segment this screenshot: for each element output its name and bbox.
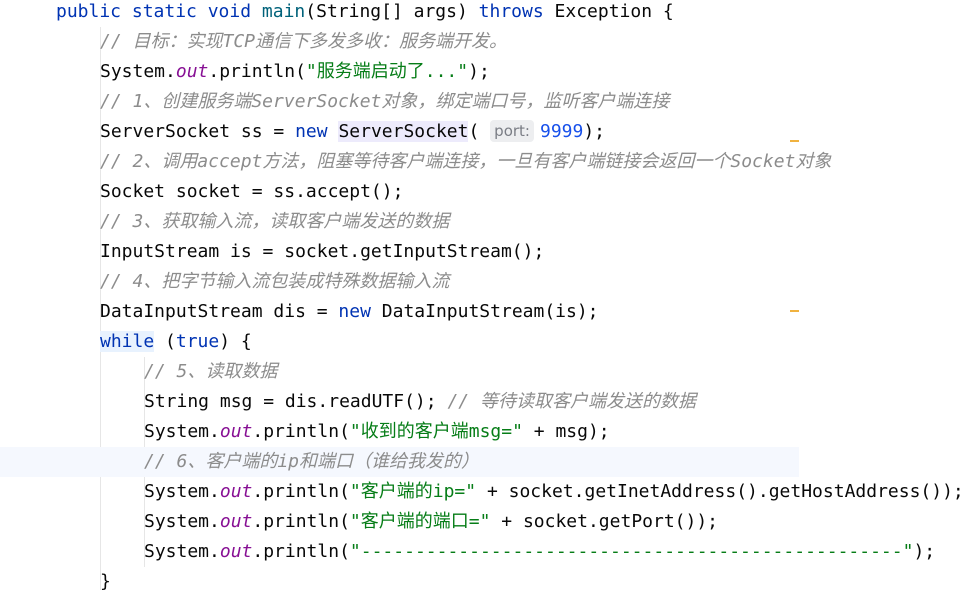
code-token: // 2、调用accept方法，阻塞等待客户端连接，一旦有客户端链接会返回一个S… [100, 151, 832, 172]
code-line[interactable]: // 3、获取输入流，读取客户端发送的数据 [0, 207, 449, 237]
code-line[interactable]: System.out.println("--------------------… [0, 537, 935, 567]
indent-guide [100, 27, 101, 590]
code-line[interactable]: // 5、读取数据 [0, 357, 277, 387]
code-token: out [219, 541, 253, 562]
parameter-hint: port: [490, 120, 534, 142]
code-token: "服务端启动了..." [305, 61, 469, 82]
code-token: + msg); [522, 421, 610, 442]
code-token: .println( [252, 481, 350, 502]
code-token: (String[] args) [305, 1, 479, 22]
code-token: ServerSocket ss = [100, 121, 296, 142]
code-token: throws [478, 1, 544, 22]
code-token: "收到的客户端msg=" [349, 421, 523, 442]
code-token: + socket.getPort()); [490, 511, 719, 532]
code-token: String msg = dis.readUTF(); [144, 391, 448, 412]
code-token: .println( [252, 541, 350, 562]
code-token: 9999 [539, 121, 584, 142]
code-line[interactable]: System.out.println("服务端启动了..."); [0, 57, 490, 87]
change-marker [790, 140, 799, 142]
code-token: out [219, 421, 253, 442]
code-line[interactable]: // 1、创建服务端ServerSocket对象，绑定端口号，监听客户端连接 [0, 87, 669, 117]
code-token: out [219, 481, 253, 502]
code-token: // 5、读取数据 [144, 361, 278, 382]
code-token: // 1、创建服务端ServerSocket对象，绑定端口号，监听客户端连接 [100, 91, 670, 112]
code-token: ( [154, 331, 176, 352]
code-line[interactable]: System.out.println("收到的客户端msg=" + msg); [0, 417, 610, 447]
code-line[interactable]: // 目标：实现TCP通信下多发多收：服务端开发。 [0, 27, 507, 57]
code-line[interactable]: String msg = dis.readUTF(); // 等待读取客户端发送… [0, 387, 696, 417]
code-token [328, 121, 339, 142]
code-token: .println( [252, 421, 350, 442]
code-line[interactable]: // 4、把字节输入流包装成特殊数据输入流 [0, 267, 449, 297]
code-token: .println( [208, 61, 306, 82]
code-token: System. [144, 481, 220, 502]
code-token: Socket socket = ss.accept(); [100, 181, 404, 202]
code-token: } [100, 571, 111, 592]
code-token: public static void [56, 1, 262, 22]
code-token: Exception { [543, 1, 674, 22]
code-line[interactable]: System.out.println("客户端的端口=" + socket.ge… [0, 507, 718, 537]
code-token: InputStream is = socket.getInputStream()… [100, 241, 545, 262]
code-token: out [219, 511, 253, 532]
code-line[interactable]: } [0, 567, 111, 597]
code-token: ); [583, 121, 606, 142]
code-token: // 目标：实现TCP通信下多发多收：服务端开发。 [100, 31, 508, 52]
code-token: + socket.getInetAddress().getHostAddress… [476, 481, 964, 502]
code-line[interactable]: ServerSocket ss = new ServerSocket( port… [0, 117, 605, 147]
code-token: true [175, 331, 220, 352]
code-token: // 6、客户端的ip和端口（谁给我发的） [144, 451, 480, 472]
code-line[interactable]: DataInputStream dis = new DataInputStrea… [0, 297, 599, 327]
code-token: ServerSocket [338, 121, 469, 142]
code-token: ) { [219, 331, 252, 352]
code-token: System. [100, 61, 176, 82]
code-token: DataInputStream(is); [370, 301, 599, 322]
code-token: DataInputStream dis = [100, 301, 339, 322]
code-line[interactable]: public static void main(String[] args) t… [0, 0, 674, 27]
code-token: new [338, 301, 371, 322]
code-token: ( [468, 121, 491, 142]
code-token: ); [468, 61, 490, 82]
code-token: "客户端的端口=" [349, 511, 491, 532]
code-line[interactable]: // 2、调用accept方法，阻塞等待客户端连接，一旦有客户端链接会返回一个S… [0, 147, 831, 177]
code-line[interactable]: InputStream is = socket.getInputStream()… [0, 237, 544, 267]
code-line[interactable]: Socket socket = ss.accept(); [0, 177, 403, 207]
code-token: // 3、获取输入流，读取客户端发送的数据 [100, 211, 450, 232]
code-token: System. [144, 421, 220, 442]
code-token: main [261, 1, 306, 22]
code-token: "客户端的ip=" [349, 481, 477, 502]
code-token: .println( [252, 511, 350, 532]
code-token: new [295, 121, 328, 142]
code-token: // 等待读取客户端发送的数据 [447, 391, 696, 412]
code-token: System. [144, 511, 220, 532]
code-token: ); [913, 541, 936, 562]
code-token: // 4、把字节输入流包装成特殊数据输入流 [100, 271, 450, 292]
change-marker [790, 310, 799, 312]
code-token: while [100, 331, 155, 352]
code-token: out [175, 61, 209, 82]
code-line[interactable]: // 6、客户端的ip和端口（谁给我发的） [0, 447, 799, 477]
code-line[interactable]: while (true) { [0, 327, 252, 357]
code-line[interactable]: System.out.println("客户端的ip=" + socket.ge… [0, 477, 964, 507]
code-token: "---------------------------------------… [349, 541, 914, 562]
code-token: System. [144, 541, 220, 562]
